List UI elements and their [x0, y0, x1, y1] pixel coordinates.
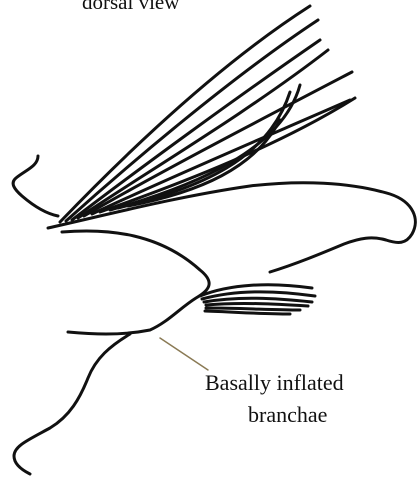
branchia-short — [206, 308, 300, 310]
annotation-label-line2: branchae — [248, 402, 327, 428]
basally-inflated-branchiae — [200, 285, 315, 314]
branchia-short — [205, 311, 290, 314]
view-label: dorsal view — [82, 0, 179, 15]
dorsal-branchiae-fan — [60, 6, 355, 222]
cirrus-process — [13, 156, 58, 216]
branchia-short — [206, 303, 308, 306]
lower-appendage — [14, 334, 130, 474]
branchia-filament — [92, 100, 350, 214]
annotation-leader-line — [160, 338, 208, 370]
branchia-short — [204, 298, 312, 302]
annotation-label-line1: Basally inflated — [205, 370, 344, 396]
body-outline-lower — [62, 231, 209, 334]
